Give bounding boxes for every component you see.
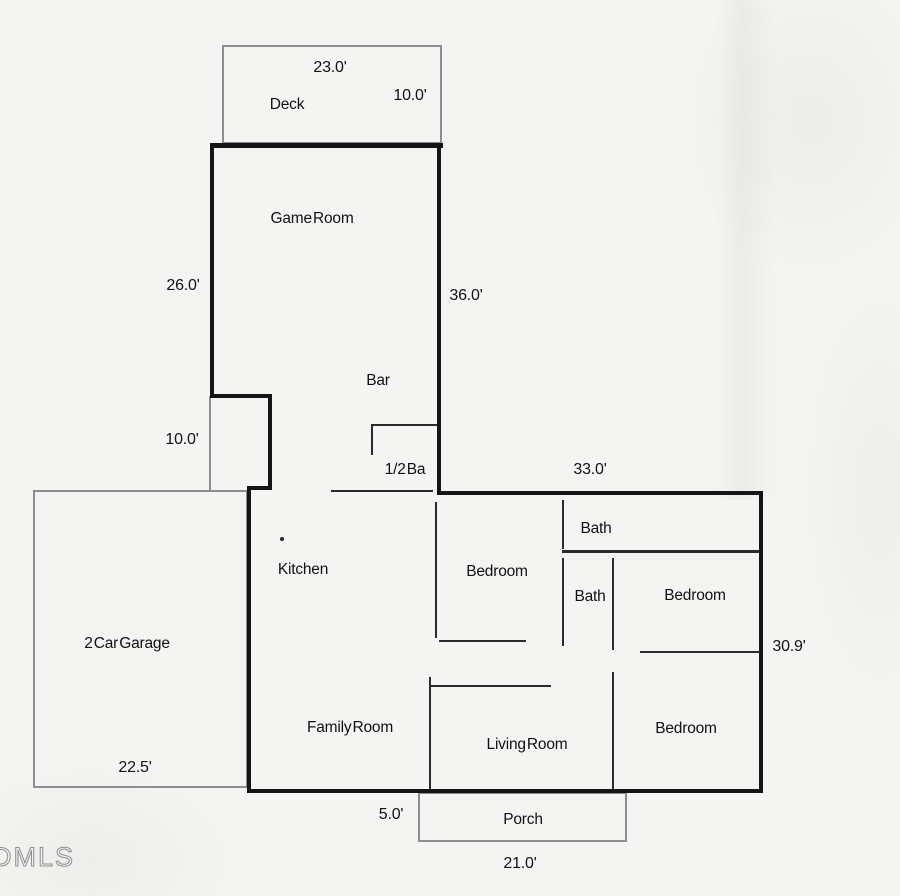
wall-kitchen-top [331,490,433,492]
dim-garage-width: 22.5' [118,759,152,776]
wall-gameroom-top [210,143,443,148]
dim-porch-width: 21.0' [503,855,537,872]
dim-porch-offset: 5.0' [378,806,404,823]
wall-bedroom-center-bottom [439,640,526,642]
label-bedroom-bottom: Bedroom [655,720,717,737]
dim-deck-depth: 10.0' [393,87,427,104]
dim-gameroom-left: 26.0' [166,277,200,294]
label-family-room: Family Room [306,719,394,736]
wall-bedroom-right-bottom [640,651,760,653]
wall-main-right [759,491,763,793]
mls-watermark: DMLS [0,842,76,873]
dim-nook-width: 10.0' [165,431,199,448]
dim-gameroom-right: 36.0' [449,287,483,304]
label-deck: Deck [269,96,305,113]
label-garage: 2 Car Garage [84,635,170,652]
label-kitchen: Kitchen [277,561,329,578]
wall-bath-top-left [562,500,564,549]
label-porch: Porch [503,811,543,828]
wall-halfbath-top [371,424,437,426]
dim-deck-width: 23.0' [313,59,347,76]
wall-main-left [247,486,251,793]
wall-bath-mid-left [562,558,564,646]
scan-blotch [800,280,900,700]
wall-main-top [437,491,763,495]
wall-bedroom-center-left [435,502,437,638]
wall-main-bottom [247,789,763,793]
label-bath-top: Bath [580,520,612,537]
wall-livingroom-left [429,677,431,790]
porch-outline [418,792,627,842]
label-bedroom-center: Bedroom [466,563,528,580]
wall-livingroom-top [431,685,551,687]
wall-nook-bottom [247,486,272,490]
dim-right-height: 30.9' [772,638,806,655]
label-bath-mid: Bath [574,588,606,605]
label-bar: Bar [366,372,390,389]
label-half-bath: 1/2 Ba [384,461,426,478]
wall-nook-top [210,394,272,398]
label-bedroom-right: Bedroom [664,587,726,604]
wall-bath-mid-right [612,558,614,650]
wall-nook-right [268,394,272,490]
wall-bath-top-bottom [562,550,759,553]
print-speck [280,537,284,541]
wall-halfbath-left [371,424,373,455]
label-living-room: Living Room [486,736,568,753]
label-game-room: Game Room [270,210,354,227]
wall-gameroom-left [210,143,214,398]
nook-left-line [209,396,211,491]
dim-upper-width: 33.0' [573,461,607,478]
wall-bedroom-bottom-left [612,672,614,790]
scan-streak [715,0,775,500]
wall-gameroom-right [437,143,441,493]
scan-blotch [680,0,900,280]
